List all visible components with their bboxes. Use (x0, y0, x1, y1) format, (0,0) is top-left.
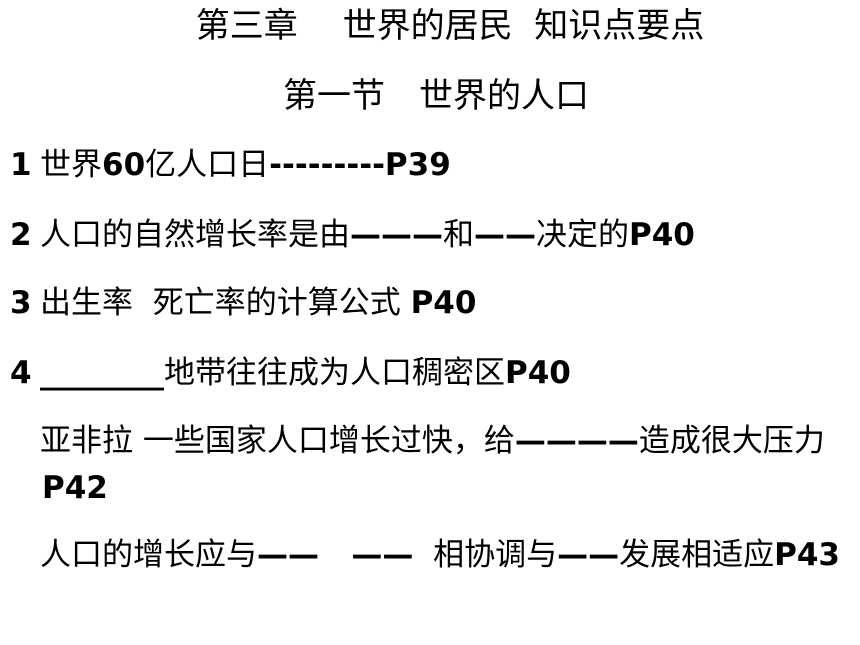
item-number: 1 (10, 147, 32, 183)
page-reference: P43 (774, 537, 840, 573)
page-reference: P40 (505, 355, 571, 391)
item-text: 出生率 死亡率的计算公式 (40, 285, 411, 321)
item-text: 人口的自然增长率是由 (40, 217, 350, 253)
blank-line: —— —— (257, 537, 414, 573)
chapter-title: 第三章 世界的居民 知识点要点 (195, 6, 705, 46)
list-item-5: 5亚非拉 一些国家人口增长过快，给————造成很大压力 P42 (10, 418, 840, 512)
item-text: 和 (443, 217, 474, 253)
item-text: 人口的增长应与 (40, 537, 257, 573)
blank-line: ——— (350, 217, 443, 253)
item-number-value: 60 (102, 147, 146, 183)
item-number: 6 (10, 532, 40, 579)
page-reference: P40 (629, 217, 695, 253)
list-item-6: 6人口的增长应与—— —— 相协调与——发展相适应P43 (10, 532, 840, 579)
item-text: 地带往往成为人口稠密区 (164, 355, 505, 391)
item-text: 亿人口日 (145, 147, 270, 183)
blank-line: —— (557, 537, 620, 573)
item-text: 决定的 (536, 217, 629, 253)
page-reference: ---------P39 (269, 147, 451, 183)
blank-line: —— (474, 217, 536, 253)
blank-line: ________ (40, 355, 164, 391)
page-reference: P42 (42, 470, 108, 506)
item-number: 4 (10, 355, 32, 391)
item-text: 相协调与 (413, 537, 558, 573)
item-number: 2 (10, 217, 32, 253)
item-text: 发展相适应 (619, 537, 775, 573)
item-text: 造成很大压力 (638, 423, 825, 459)
section-title: 第一节 世界的人口 (283, 76, 589, 116)
item-text: 世界 (40, 147, 102, 183)
page-reference: P40 (410, 285, 477, 321)
item-number: 3 (10, 285, 32, 321)
list-item-4: 4________地带往往成为人口稠密区P40 (10, 350, 840, 397)
blank-line: ———— (514, 423, 639, 459)
item-text: 亚非拉 一些国家人口增长过快，给 (40, 423, 515, 459)
item-number: 5 (10, 418, 40, 465)
